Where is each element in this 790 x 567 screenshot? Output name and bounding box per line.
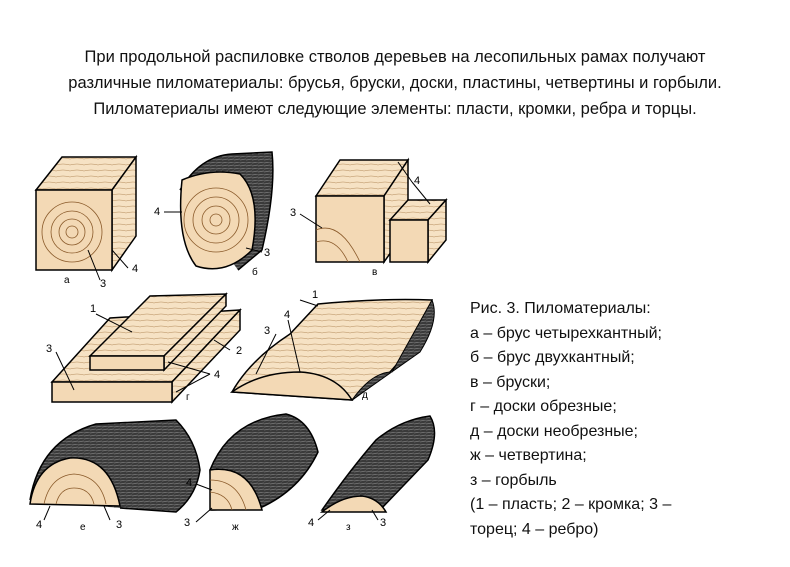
label-4: 4	[132, 263, 138, 275]
label-4: 4	[284, 309, 290, 321]
label-3: 3	[116, 519, 122, 531]
figure-v-bars: 3 4 в	[290, 157, 448, 278]
caption-title: Рис. 3. Пиломатериалы:	[470, 300, 651, 317]
label-d: д	[362, 390, 368, 401]
label-4: 4	[36, 519, 42, 531]
caption-item: з – горбыль	[470, 471, 557, 489]
label-1: 1	[312, 289, 318, 301]
caption-item: б – брус двухкантный;	[470, 349, 635, 366]
label-4: 4	[414, 175, 420, 187]
label-3: 3	[380, 517, 386, 529]
label-3: 3	[290, 207, 296, 219]
figure-d-unedged-board: 1 3 4 д	[229, 289, 435, 401]
intro-line-3: Пиломатериалы имеют следующие элементы: …	[93, 100, 697, 118]
label-v: в	[372, 267, 377, 278]
label-4: 4	[154, 206, 160, 218]
intro-line-1: При продольной распиловке стволов деревь…	[84, 48, 706, 66]
label-3: 3	[264, 325, 270, 337]
caption-item: д – доски необрезные;	[470, 422, 638, 440]
label-3: 3	[46, 343, 52, 355]
label-z: з	[346, 522, 351, 533]
caption-item: торец; 4 – ребро)	[470, 520, 599, 538]
figure-z-slab: 4 з 3	[308, 415, 436, 533]
label-b: б	[252, 266, 258, 278]
caption-item: ж – четвертина;	[470, 447, 587, 464]
caption-item: а – брус четырехкантный;	[470, 324, 662, 342]
label-4: 4	[308, 517, 314, 529]
label-a: а	[64, 275, 70, 286]
label-g: г	[186, 392, 190, 403]
intro-line-2: различные пиломатериалы: брусья, бруски,…	[68, 74, 722, 92]
label-zh: ж	[232, 522, 239, 533]
label-2: 2	[236, 345, 242, 357]
figure-e-half-log: 4 е 3	[29, 419, 201, 533]
figure-b-two-sided-beam: 4 3 б	[154, 151, 274, 278]
label-1: 1	[90, 303, 96, 315]
label-3: 3	[184, 517, 190, 529]
figure-caption: Рис. 3. Пиломатериалы: а – брус четырехк…	[470, 297, 780, 542]
label-4: 4	[186, 477, 192, 489]
caption-item: в – бруски;	[470, 373, 551, 391]
caption-item: (1 – пласть; 2 – кромка; 3 –	[470, 496, 672, 513]
figure-g-edged-boards: 1 2 3 4 г	[46, 292, 242, 404]
intro-text: При продольной распиловке стволов деревь…	[0, 44, 790, 122]
label-e: е	[80, 522, 86, 533]
label-4: 4	[214, 369, 220, 381]
figure-zh-quarter-log: 4 3 ж	[184, 413, 319, 533]
label-3: 3	[100, 278, 106, 290]
label-3: 3	[264, 247, 270, 259]
caption-item: г – доски обрезные;	[470, 398, 617, 415]
figure-a-four-sided-beam: а 3 4	[34, 154, 138, 290]
